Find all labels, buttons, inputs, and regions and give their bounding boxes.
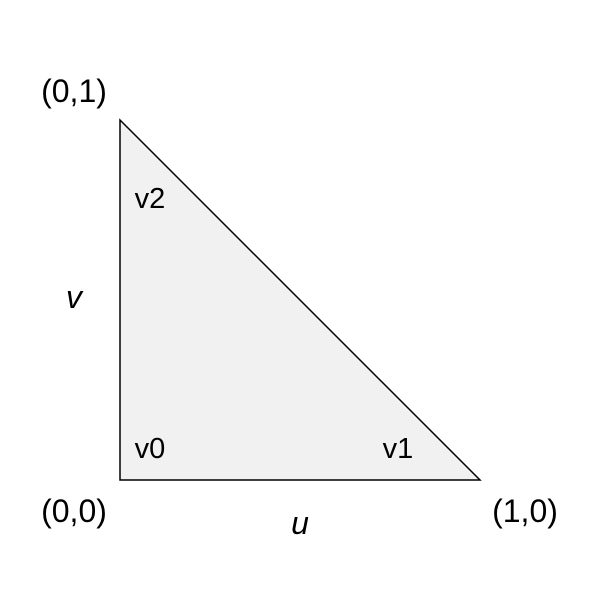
corner-label-v-end: (0,1) [41, 73, 107, 109]
vertex-label-v0: v0 [135, 433, 166, 465]
vertex-label-v2: v2 [135, 183, 166, 215]
corner-label-u-end: (1,0) [492, 493, 558, 529]
axis-label-u: u [291, 505, 309, 541]
axis-label-v: v [66, 279, 84, 315]
vertex-label-v1: v1 [383, 433, 414, 465]
uv-triangle [119, 118, 482, 481]
corner-label-origin: (0,0) [41, 493, 107, 529]
